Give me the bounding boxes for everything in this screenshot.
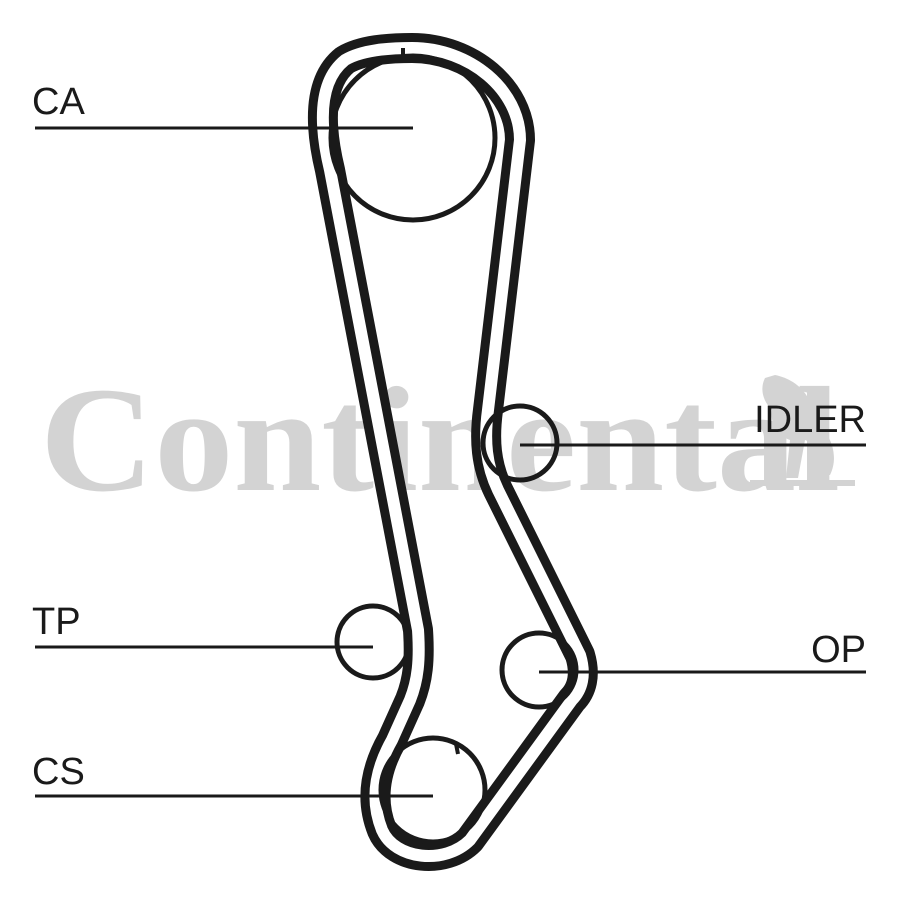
label-tp: TP xyxy=(32,601,81,643)
horse-logo-icon xyxy=(762,375,834,478)
label-op: OP xyxy=(811,629,866,671)
camshaft-pulley xyxy=(328,53,498,223)
timing-belt xyxy=(307,33,598,871)
belt-inner-line xyxy=(316,42,589,862)
oil-pump-pulley xyxy=(499,630,579,710)
tensioner-pulley xyxy=(334,603,412,681)
crankshaft-pulley xyxy=(378,735,488,845)
label-cs: CS xyxy=(32,751,85,793)
label-ca: CA xyxy=(32,81,85,123)
label-idler: IDLER xyxy=(754,399,866,441)
continental-watermark: Continental xyxy=(40,357,855,523)
watermark-text: Continental xyxy=(40,357,840,523)
watermark-underline xyxy=(750,480,855,486)
idler-pulley xyxy=(480,403,560,483)
crankshaft-timing-mark xyxy=(454,743,460,755)
